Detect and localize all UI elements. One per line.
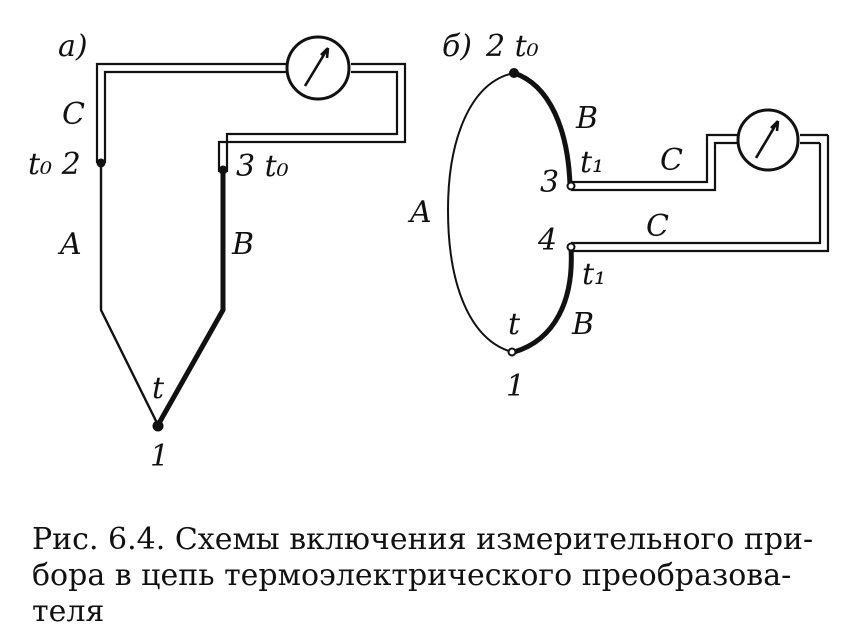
- diagram-b-junction-2: [509, 68, 519, 78]
- diagram-b-wire-b-upper: [513, 70, 573, 186]
- diagram-a-hot-junction-num: 1: [150, 439, 169, 474]
- diagram-b-hot-temp: t: [508, 307, 521, 342]
- diagram-b: [446, 68, 830, 357]
- diagram-b-meter-needle-icon: [754, 120, 780, 159]
- diagram-a-wire-a: [99, 163, 160, 426]
- caption-line-2: бора в цепь термоэлектрического преобраз…: [32, 558, 792, 593]
- figure-caption: Рис. 6.4. Схемы включения измерительного…: [32, 522, 832, 630]
- diagram-a-hot-junction-temp: t: [152, 371, 165, 406]
- diagram-b-lead-c-lower-inner: [571, 143, 822, 245]
- diagram-b-lead-c-lower-label: C: [646, 209, 669, 244]
- diagram-b-lead-c-lower-outer: [571, 135, 830, 253]
- diagram-b-hot-num: 1: [506, 369, 525, 404]
- diagram-b-wire-a-label: A: [407, 195, 432, 230]
- diagram-a-junction-2-label: t₀ 2: [28, 147, 81, 182]
- diagram-a-junction-1: [152, 420, 164, 432]
- diagram-b-junction-2-label: 2 t₀: [485, 29, 539, 64]
- diagram-a-junction-2: [96, 158, 106, 168]
- diagram-a-meter-needle-icon: [303, 47, 330, 87]
- diagram-a-junction-3: [218, 165, 228, 175]
- diagram-b-wire-b-lower: [513, 247, 574, 355]
- caption-line-3: теля: [32, 594, 105, 629]
- diagram-b-junction-4-temp: t₁: [582, 257, 606, 292]
- diagram-b-lead-c-upper-inner: [571, 141, 820, 192]
- diagram-b-junction-3-num: 3: [540, 165, 559, 200]
- diagram-b-junction-3: [566, 181, 576, 191]
- diagram-a-junction-3-label: 3 t₀: [236, 149, 289, 184]
- diagram-b-lead-c-upper-outer: [571, 133, 828, 184]
- diagram-b-junction-3-temp: t₁: [580, 145, 604, 180]
- diagram-a-wire-b-label: B: [231, 227, 254, 262]
- diagram-b-wire-a: [446, 72, 515, 353]
- diagram-a-label: а): [58, 29, 88, 64]
- caption-line-1: Рис. 6.4. Схемы включения измерительного…: [32, 522, 814, 557]
- diagram-a-lead-c-inner: [103, 70, 399, 172]
- diagram-b-label: б): [442, 29, 472, 64]
- diagram-a-wire-a-label: A: [57, 227, 82, 262]
- diagram-b-junction-4: [566, 242, 576, 252]
- diagram-a-lead-c-outer: [95, 62, 407, 172]
- diagram-a-meter: [285, 35, 351, 101]
- diagram-b-lead-c-upper-label: C: [660, 143, 683, 178]
- diagram-b-junction-4-num: 4: [537, 223, 557, 258]
- diagram-a-conductor-c-label: C: [62, 97, 85, 132]
- diagram-b-junction-1: [507, 347, 517, 357]
- diagram-a-wire-b: [155, 170, 226, 427]
- thermocouple-circuit-diagram: а) C t₀ 2 3 t₀ A B t 1 б) 2 t₀ B 3 t₁ C …: [28, 29, 830, 474]
- diagram-b-wire-b-upper-label: B: [575, 101, 598, 136]
- diagram-a: [95, 35, 407, 432]
- diagram-b-wire-b-lower-label: B: [571, 307, 594, 342]
